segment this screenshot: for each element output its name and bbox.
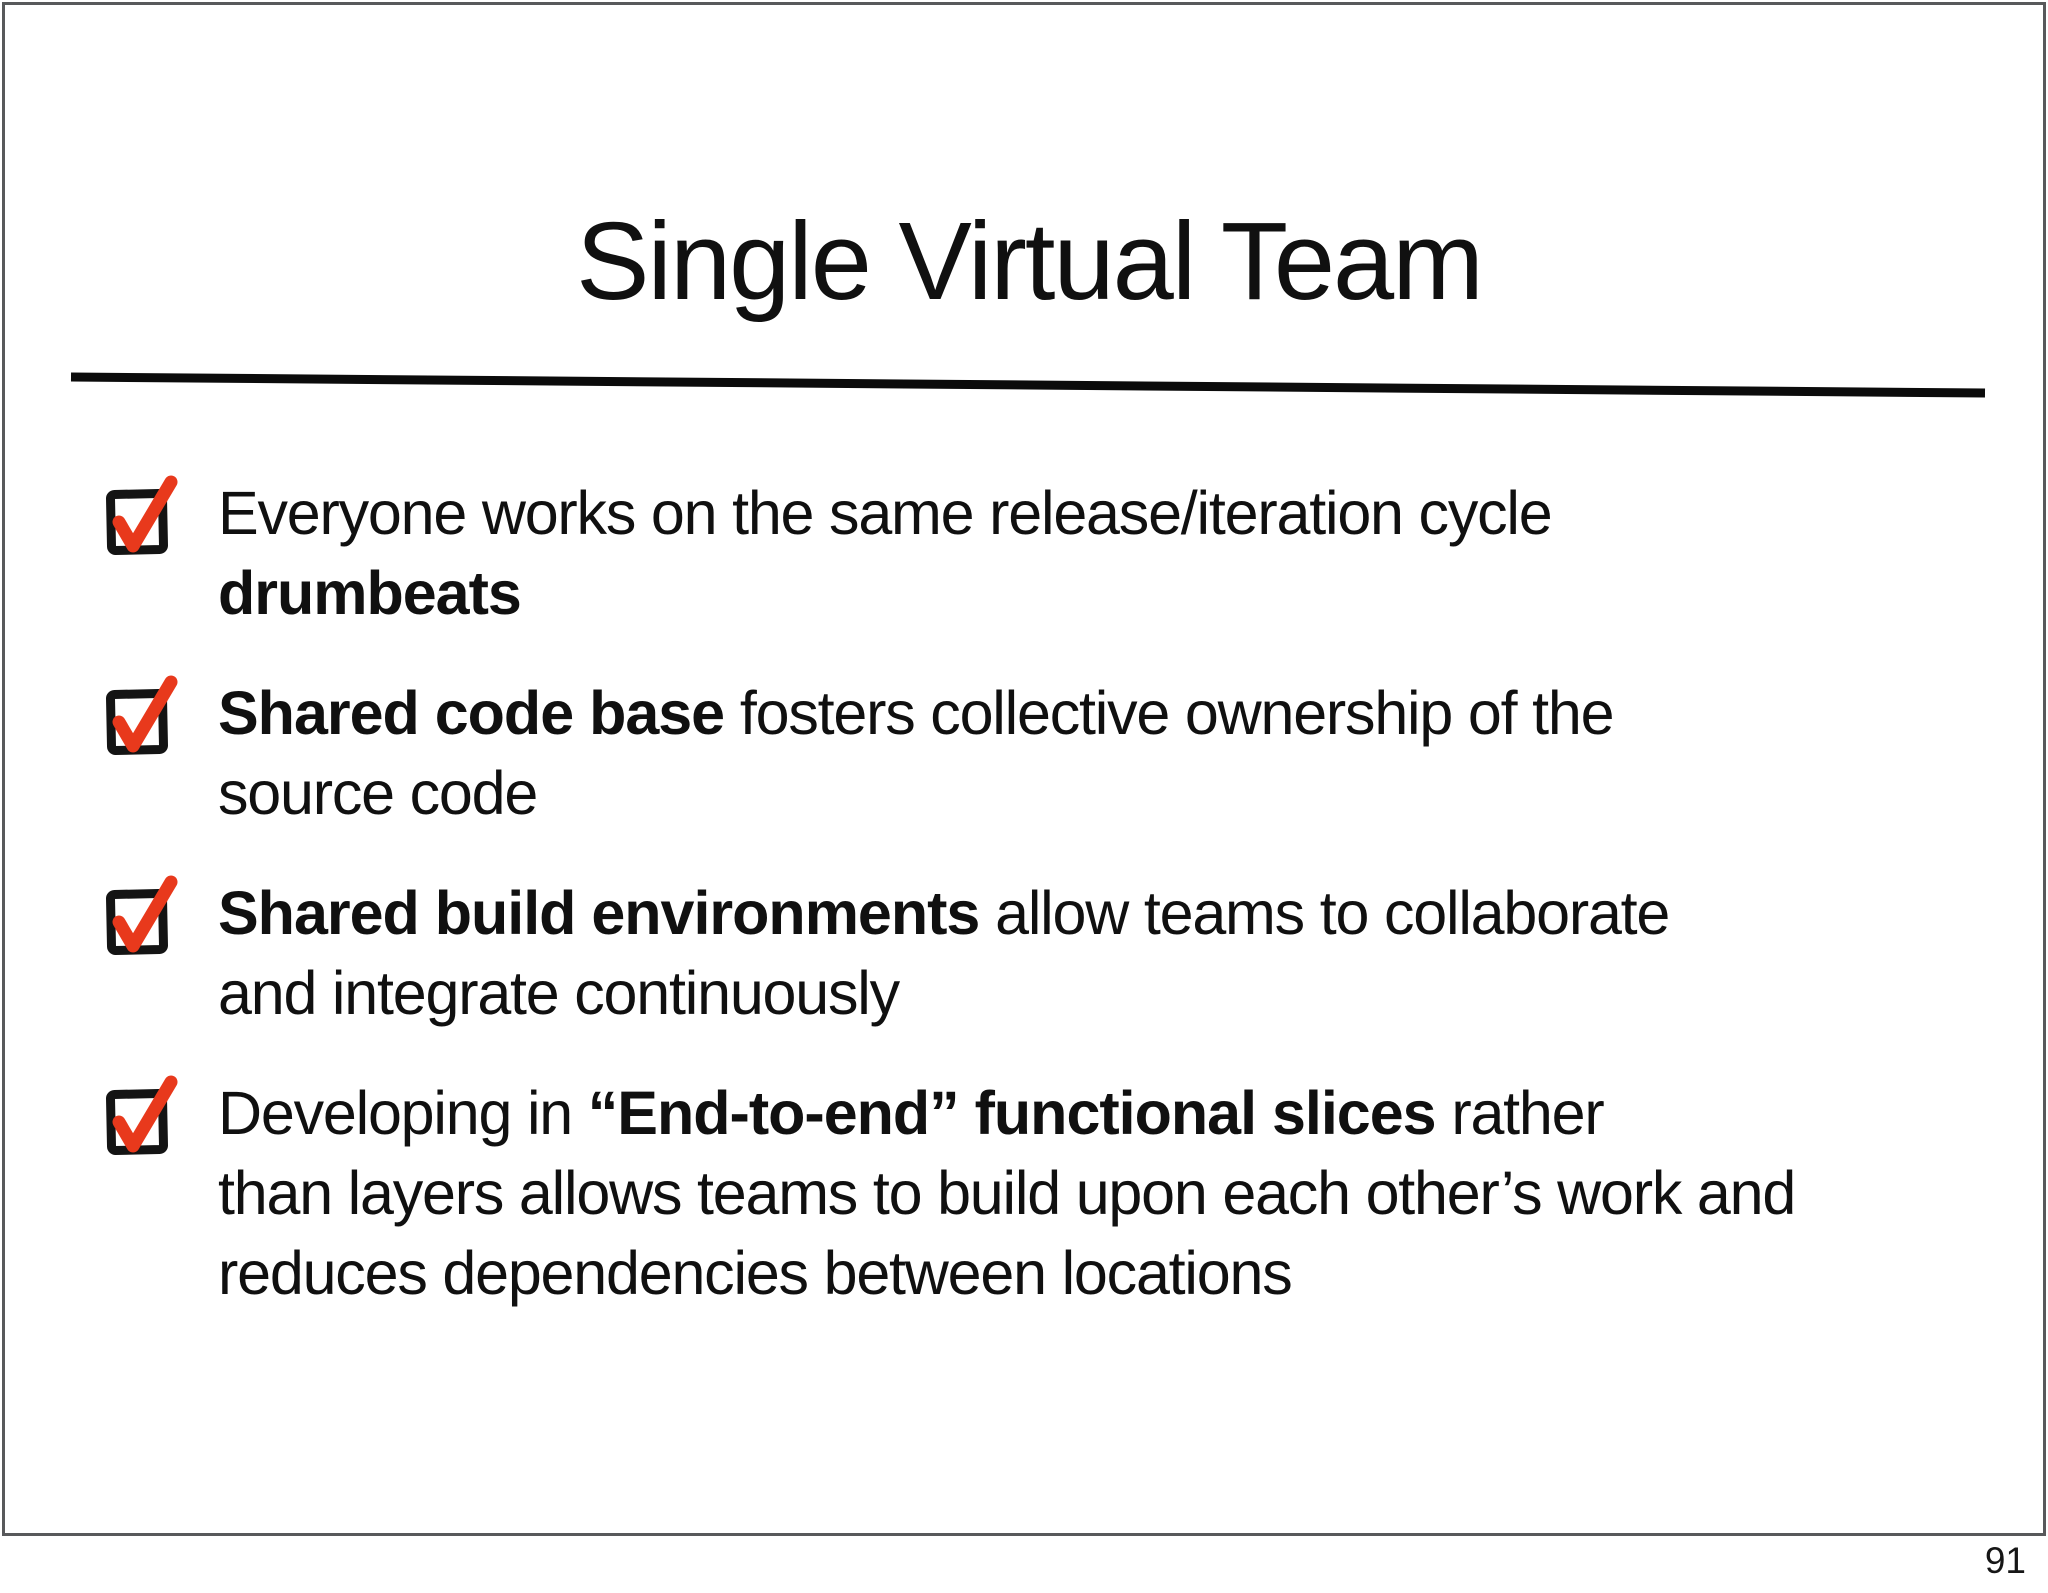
bullet-text: Shared build environments allow teams to… bbox=[218, 873, 1670, 1033]
bullet-text-bold-segment: Shared code base bbox=[218, 679, 725, 747]
bullet-item: Everyone works on the same release/itera… bbox=[100, 473, 1980, 633]
bullet-text-segment: rather bbox=[1435, 1079, 1604, 1147]
bullet-text-segment: Everyone works on the same release/itera… bbox=[218, 479, 1553, 547]
bullet-text-segment: and integrate continuously bbox=[218, 959, 900, 1027]
bullet-line: source code bbox=[218, 753, 1613, 833]
checkbox-checked-icon bbox=[106, 875, 178, 955]
bullet-line: Everyone works on the same release/itera… bbox=[218, 473, 1553, 553]
bullet-text-segment: source code bbox=[218, 759, 538, 827]
title-underline bbox=[70, 372, 1986, 398]
bullet-line: Shared build environments allow teams to… bbox=[218, 873, 1670, 953]
bullet-text-segment: fosters collective ownership of the bbox=[724, 679, 1615, 747]
bullet-line: reduces dependencies between locations bbox=[218, 1233, 1795, 1313]
checkbox-checked-icon bbox=[106, 675, 178, 755]
bullet-text-bold-segment: Shared build environments bbox=[218, 879, 980, 947]
bullet-line: than layers allows teams to build upon e… bbox=[218, 1153, 1796, 1233]
bullet-line: drumbeats bbox=[218, 553, 1552, 633]
bullet-text: Developing in “End-to-end” functional sl… bbox=[218, 1073, 1796, 1313]
bullet-text-segment: allow teams to collaborate bbox=[979, 879, 1670, 947]
bullet-line: Developing in “End-to-end” functional sl… bbox=[218, 1073, 1795, 1153]
bullet-item: Shared code base fosters collective owne… bbox=[100, 673, 1980, 833]
slide-frame: Single Virtual Team Everyone works on th… bbox=[2, 2, 2046, 1536]
bullet-text-segment: Developing in bbox=[218, 1079, 588, 1147]
bullet-item: Shared build environments allow teams to… bbox=[100, 873, 1980, 1033]
bullet-text: Shared code base fosters collective owne… bbox=[218, 673, 1615, 833]
bullet-text-bold-segment: drumbeats bbox=[218, 559, 522, 627]
bullet-list: Everyone works on the same release/itera… bbox=[100, 473, 1980, 1353]
bullet-text-segment: reduces dependencies between locations bbox=[218, 1239, 1293, 1307]
bullet-line: and integrate continuously bbox=[218, 953, 1669, 1033]
bullet-line: Shared code base fosters collective owne… bbox=[218, 673, 1615, 753]
bullet-item: Developing in “End-to-end” functional sl… bbox=[100, 1073, 1980, 1313]
bullet-text-bold-segment: “End-to-end” functional slices bbox=[587, 1079, 1437, 1147]
bullet-text-segment: than layers allows teams to build upon e… bbox=[218, 1159, 1796, 1227]
checkbox-checked-icon bbox=[106, 475, 178, 555]
page-title: Single Virtual Team bbox=[576, 200, 1484, 323]
bullet-text: Everyone works on the same release/itera… bbox=[218, 473, 1553, 633]
checkbox-checked-icon bbox=[106, 1075, 178, 1155]
page-number: 91 bbox=[1984, 1540, 2026, 1581]
